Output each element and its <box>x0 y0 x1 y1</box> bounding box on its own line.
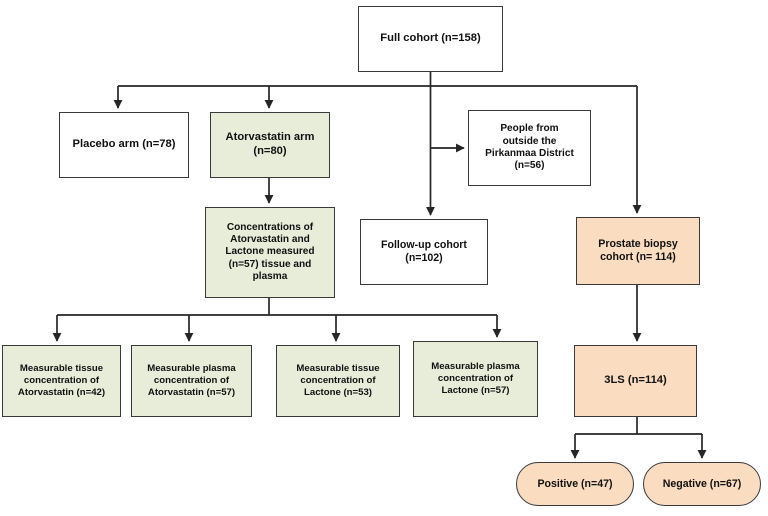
node-full-cohort-label: Full cohort (n=158) <box>380 32 481 45</box>
node-placebo-arm-label: Placebo arm (n=78) <box>72 138 176 151</box>
node-plasma-atorvastatin[interactable]: Measurable plasma concentration of Atorv… <box>131 345 252 417</box>
node-tissue-atorvastatin-label: Measurable tissue concentration of Atorv… <box>17 363 106 398</box>
node-prostate-biopsy[interactable]: Prostate biopsy cohort (n= 114) <box>576 217 700 285</box>
node-followup-cohort[interactable]: Follow-up cohort (n=102) <box>360 219 488 285</box>
node-tissue-lactone-label: Measurable tissue concentration of Lacto… <box>296 363 380 398</box>
node-positive-label: Positive (n=47) <box>537 477 613 490</box>
node-atorvastatin-arm-label: Atorvastatin arm (n=80) <box>225 131 315 157</box>
node-3ls-label: 3LS (n=114) <box>604 374 667 387</box>
node-plasma-lactone-label: Measurable plasma concentration of Lacto… <box>431 361 520 396</box>
node-people-outside[interactable]: People from outside the Pirkanmaa Distri… <box>468 110 591 186</box>
node-followup-cohort-label: Follow-up cohort (n=102) <box>381 239 467 264</box>
node-3ls[interactable]: 3LS (n=114) <box>574 345 697 417</box>
node-plasma-atorvastatin-label: Measurable plasma concentration of Atorv… <box>147 363 236 398</box>
node-prostate-biopsy-label: Prostate biopsy cohort (n= 114) <box>598 238 678 263</box>
node-tissue-atorvastatin[interactable]: Measurable tissue concentration of Atorv… <box>2 345 121 417</box>
node-full-cohort[interactable]: Full cohort (n=158) <box>358 6 503 72</box>
node-atorvastatin-arm[interactable]: Atorvastatin arm (n=80) <box>210 112 330 178</box>
node-placebo-arm[interactable]: Placebo arm (n=78) <box>59 112 189 178</box>
node-concentrations[interactable]: Concentrations of Atorvastatin and Lacto… <box>205 207 335 298</box>
node-concentrations-label: Concentrations of Atorvastatin and Lacto… <box>225 221 315 282</box>
node-plasma-lactone[interactable]: Measurable plasma concentration of Lacto… <box>413 341 538 417</box>
node-positive[interactable]: Positive (n=47) <box>516 462 634 506</box>
node-tissue-lactone[interactable]: Measurable tissue concentration of Lacto… <box>276 345 400 417</box>
node-negative[interactable]: Negative (n=67) <box>643 462 761 506</box>
node-negative-label: Negative (n=67) <box>662 477 742 490</box>
node-people-outside-label: People from outside the Pirkanmaa Distri… <box>485 123 574 172</box>
